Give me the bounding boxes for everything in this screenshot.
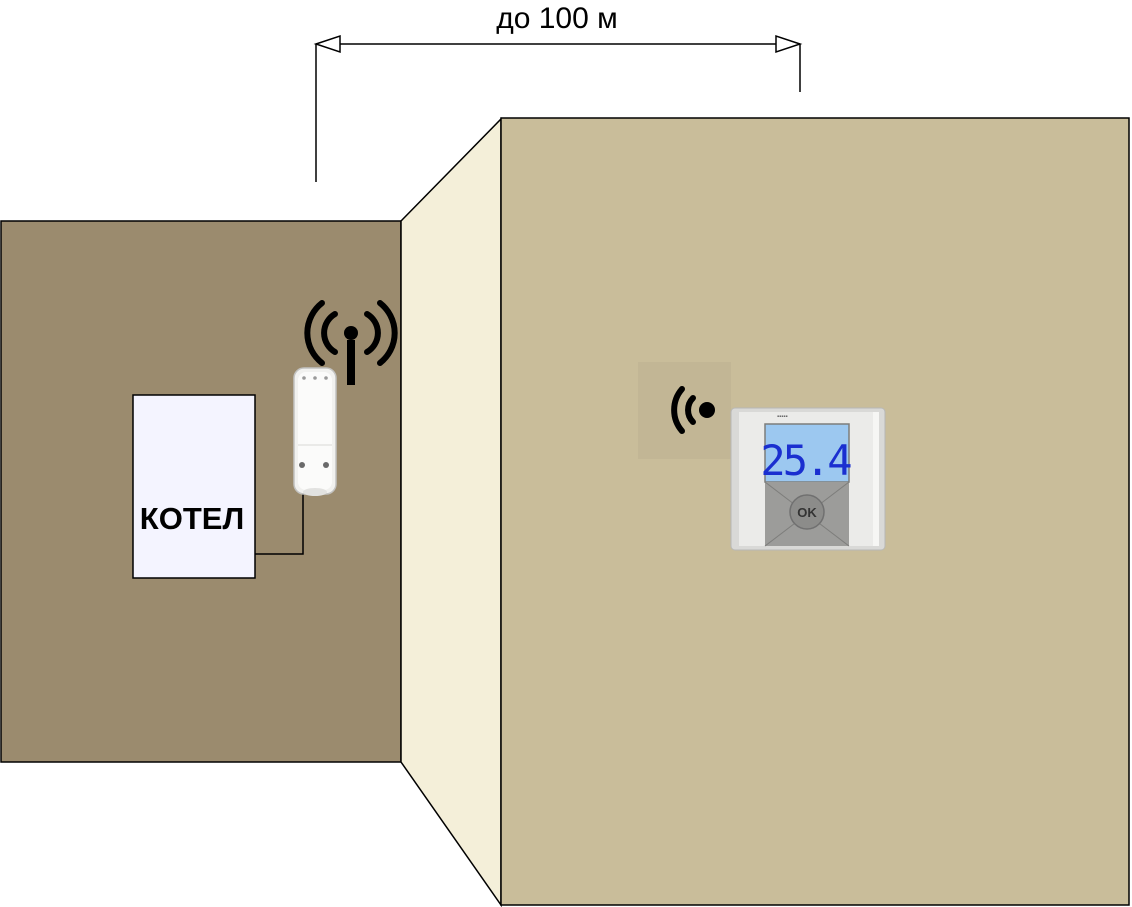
receiver-cable — [255, 494, 304, 555]
receiver-screw — [299, 462, 305, 468]
distance-label: до 100 м — [496, 2, 618, 35]
receiver-base — [303, 488, 327, 496]
boiler-box — [132, 394, 256, 579]
thermostat-lcd — [764, 423, 850, 483]
thermostat-ok-label: OK — [797, 505, 817, 520]
dimension-left-arrow — [313, 34, 341, 54]
boiler-label: КОТЕЛ — [140, 501, 244, 536]
antenna-icon — [304, 300, 398, 385]
receiver-led — [302, 376, 306, 380]
thermostat-ok-button[interactable] — [789, 494, 825, 530]
dimension-right-arrow — [775, 34, 803, 54]
thermostat-brand: ▪▪▪▪▪ — [777, 414, 788, 420]
signal-icon-background — [638, 362, 731, 459]
receiver — [293, 367, 337, 496]
distance-dimension: до 100 м — [313, 2, 803, 182]
thermostat-display-value: 25.4 — [760, 436, 851, 485]
side-wall — [400, 117, 502, 907]
receiver-led — [313, 376, 317, 380]
boiler: КОТЕЛ — [132, 394, 256, 579]
signal-dot — [699, 402, 715, 418]
signal-icon — [638, 362, 731, 459]
thermostat-edge — [873, 412, 879, 546]
receiver-face — [298, 372, 332, 490]
receiver-led — [324, 376, 328, 380]
receiver-screw — [323, 462, 329, 468]
thermostat: ▪▪▪▪▪ 25.4 OK — [730, 407, 886, 551]
